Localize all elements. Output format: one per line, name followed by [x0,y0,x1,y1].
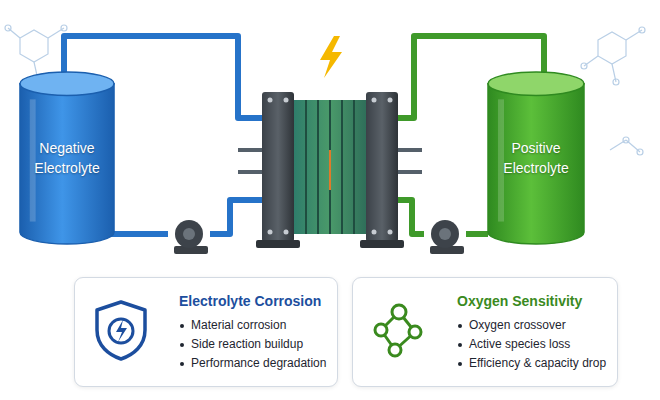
bullet-item: Efficiency & capacity drop [457,354,609,373]
panel-body: Electrolyte CorrosionMaterial corrosionS… [179,292,329,373]
tank-cylinder [18,70,116,246]
info-panel: Electrolyte CorrosionMaterial corrosionS… [74,277,338,387]
molecule-icon [369,298,429,362]
panel-heading: Oxygen Sensitivity [457,292,609,310]
electrolyte-tank: Positive Electrolyte [486,70,586,246]
lightning-bolt [320,36,342,78]
bullet-item: Material corrosion [179,316,329,335]
bullet-item: Oxygen crossover [457,316,609,335]
bullet-item: Active species loss [457,335,609,354]
tank-cylinder [486,70,586,246]
panel-heading: Electrolyte Corrosion [179,292,329,310]
panel-body: Oxygen SensitivityOxygen crossoverActive… [457,292,609,373]
tank-label: Positive Electrolyte [486,138,586,178]
info-panel: Oxygen SensitivityOxygen crossoverActive… [352,277,618,387]
shield-icon [91,298,151,362]
tank-label: Negative Electrolyte [18,138,116,178]
bullet-item: Side reaction buildup [179,335,329,354]
cell-stack [256,92,404,248]
bullet-item: Performance degradation [179,354,329,373]
electrolyte-tank: Negative Electrolyte [18,70,116,246]
